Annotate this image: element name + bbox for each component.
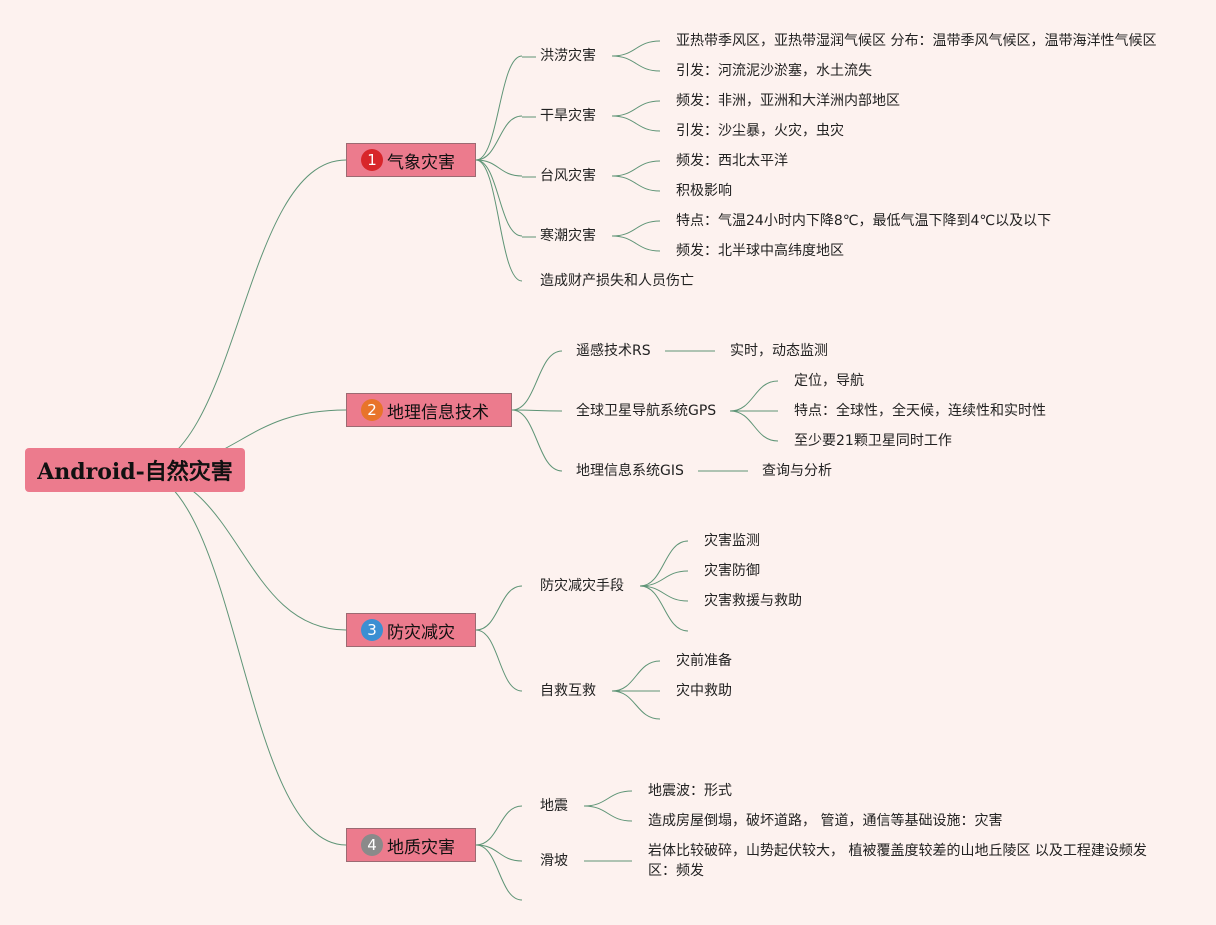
node-drought-frequent[interactable]: 频发：非洲，亚洲和大洋洲内部地区 (676, 93, 900, 109)
connector (729, 380, 779, 412)
node-typhoon-frequent[interactable]: 频发：西北太平洋 (676, 153, 788, 169)
node-prevention-means[interactable]: 防灾减灾手段 (540, 578, 624, 594)
connector (611, 55, 661, 72)
node-rescue[interactable]: 灾害救援与救助 (704, 593, 802, 609)
category-geo-info-tech[interactable]: 2 地理信息技术 (346, 393, 512, 427)
root-node[interactable]: Android-自然灾害 (25, 448, 245, 492)
node-cold-wave[interactable]: 寒潮灾害 (540, 228, 596, 244)
connector (134, 469, 347, 846)
connector (639, 540, 689, 587)
node-self-rescue[interactable]: 自救互救 (540, 683, 596, 699)
connector (639, 585, 689, 632)
node-seismic-wave[interactable]: 地震波：形式 (648, 783, 732, 799)
node-gps[interactable]: 全球卫星导航系统GPS (576, 403, 717, 419)
number-2-icon: 2 (361, 399, 383, 421)
number-1-icon: 1 (361, 149, 383, 171)
category-meteorological[interactable]: 1 气象灾害 (346, 143, 476, 177)
node-gps-positioning[interactable]: 定位，导航 (794, 373, 864, 389)
node-landslide[interactable]: 滑坡 (540, 853, 568, 869)
node-during-disaster[interactable]: 灾中救助 (676, 683, 732, 699)
connector (475, 55, 523, 161)
category-label: 气象灾害 (387, 152, 455, 173)
node-gps-features[interactable]: 特点：全球性，全天候，连续性和实时性 (794, 403, 1046, 419)
connector (475, 115, 523, 161)
connector (134, 159, 347, 471)
connector (583, 805, 633, 822)
connector (611, 220, 661, 237)
connector (639, 570, 689, 587)
connector (475, 159, 523, 237)
connector (475, 844, 523, 862)
node-flood-distribution[interactable]: 亚热带季风区，亚热带湿润气候区 分布：温带季风气候区，温带海洋性气候区 (676, 33, 1157, 49)
category-geological[interactable]: 4 地质灾害 (346, 828, 476, 862)
category-label: 防灾减灾 (387, 622, 455, 643)
connector (611, 40, 661, 57)
node-earthquake[interactable]: 地震 (540, 798, 568, 814)
node-rs-realtime[interactable]: 实时，动态监测 (730, 343, 828, 359)
connector (475, 629, 523, 692)
connector (511, 409, 563, 472)
connector (511, 350, 563, 411)
connector (475, 585, 523, 631)
connector (639, 585, 689, 602)
number-4-icon: 4 (361, 834, 383, 856)
node-typhoon-positive[interactable]: 积极影响 (676, 183, 732, 199)
connector (583, 790, 633, 807)
node-quake-damage[interactable]: 造成房屋倒塌，破坏道路， 管道，通信等基础设施：灾害 (648, 813, 1003, 829)
connector (475, 805, 523, 846)
node-monitoring[interactable]: 灾害监测 (704, 533, 760, 549)
connector (729, 410, 779, 442)
node-cold-feature[interactable]: 特点：气温24小时内下降8℃，最低气温下降到4℃以及以下 (676, 213, 1052, 229)
node-gis[interactable]: 地理信息系统GIS (576, 463, 684, 479)
connector (511, 409, 563, 412)
node-defense[interactable]: 灾害防御 (704, 563, 760, 579)
node-pre-disaster[interactable]: 灾前准备 (676, 653, 732, 669)
node-drought-cause[interactable]: 引发：沙尘暴，火灾，虫灾 (676, 123, 844, 139)
number-3-icon: 3 (361, 619, 383, 641)
node-landslide-conditions[interactable]: 岩体比较破碎，山势起伏较大， 植被覆盖度较差的山地丘陵区 以及工程建设频发区：频… (648, 843, 1147, 879)
node-cold-frequent[interactable]: 频发：北半球中高纬度地区 (676, 243, 844, 259)
category-disaster-prevention[interactable]: 3 防灾减灾 (346, 613, 476, 647)
node-rs[interactable]: 遥感技术RS (576, 343, 651, 359)
connector (134, 469, 347, 631)
node-flood[interactable]: 洪涝灾害 (540, 48, 596, 64)
connector (611, 660, 661, 692)
category-label: 地质灾害 (387, 837, 455, 858)
category-label: 地理信息技术 (387, 402, 489, 423)
node-gps-satellites[interactable]: 至少要21颗卫星同时工作 (794, 433, 952, 449)
connector (475, 159, 523, 282)
connector (611, 235, 661, 252)
node-loss[interactable]: 造成财产损失和人员伤亡 (540, 273, 694, 289)
connector (475, 844, 523, 901)
connector (611, 175, 661, 192)
connector (611, 690, 661, 720)
node-typhoon[interactable]: 台风灾害 (540, 168, 596, 184)
node-drought[interactable]: 干旱灾害 (540, 108, 596, 124)
connector (475, 159, 523, 177)
connector (611, 115, 661, 132)
connector (611, 100, 661, 117)
node-gis-query[interactable]: 查询与分析 (762, 463, 832, 479)
node-flood-cause[interactable]: 引发：河流泥沙淤塞，水土流失 (676, 63, 872, 79)
connector (611, 160, 661, 177)
